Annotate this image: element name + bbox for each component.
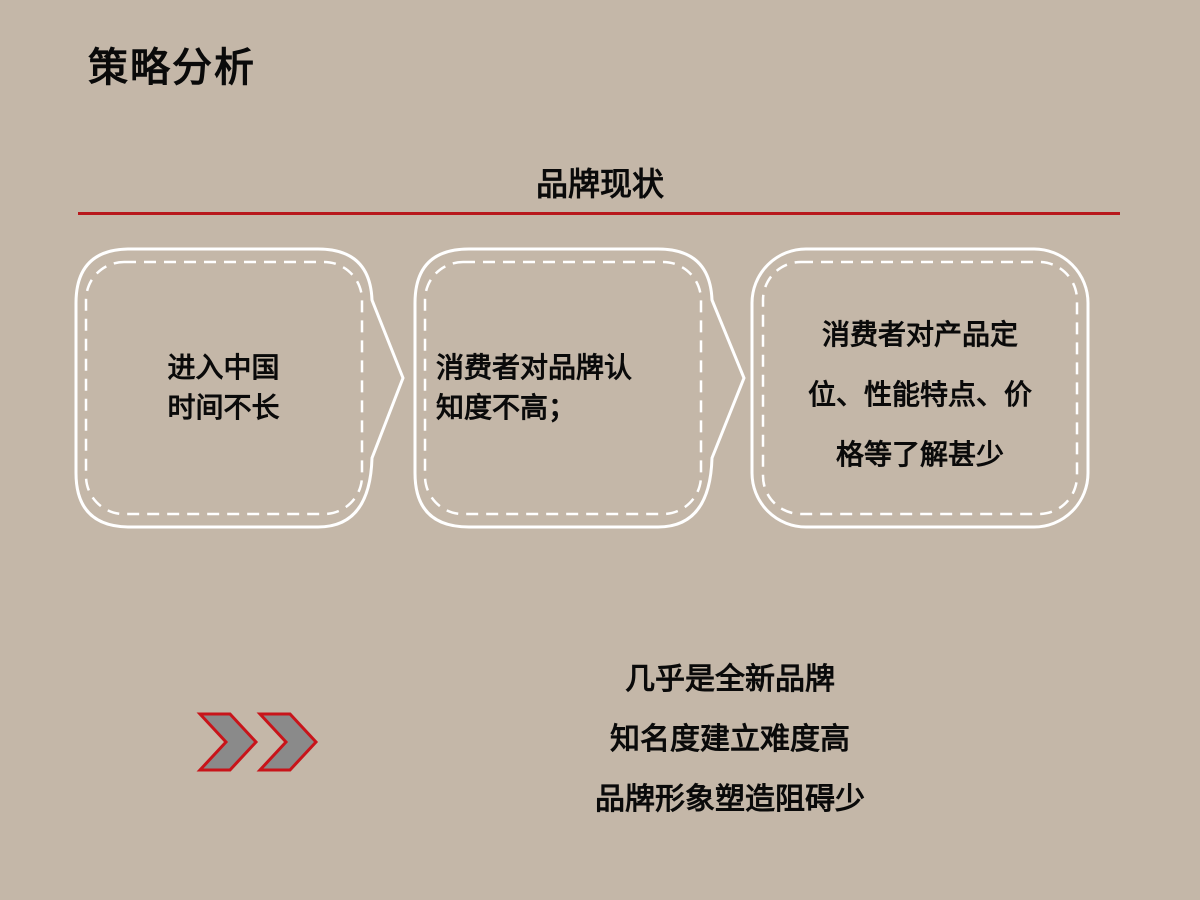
conclusion-line-1: 几乎是全新品牌	[625, 662, 835, 697]
flow-box-2-dashed	[423, 260, 703, 516]
conclusion-line-3: 品牌形象塑造阻碍少	[595, 782, 865, 817]
flow-box-1-dashed	[84, 260, 364, 516]
flow-box-3-frame	[750, 247, 1090, 529]
flow-box-3-line-3: 格等了解甚少	[835, 438, 1004, 471]
flow-box-2-line-2: 知度不高；	[436, 391, 577, 424]
flow-box-1-frame	[74, 247, 405, 529]
heading-divider	[78, 212, 1120, 215]
flow-box-2-line-1: 消费者对品牌认	[436, 351, 633, 384]
double-chevron-right-icon	[196, 712, 319, 772]
conclusion-block: 几乎是全新品牌 知名度建立难度高 品牌形象塑造阻碍少	[520, 650, 940, 830]
flow-box-3-line-1: 消费者对产品定	[821, 318, 1018, 351]
flow-box-1-line-2: 时间不长	[167, 391, 280, 424]
flow-box-1: 进入中国 时间不长	[75, 248, 372, 528]
flow-box-3-line-2: 位、性能特点、价	[807, 378, 1032, 411]
flow-box-3: 消费者对产品定 位、性能特点、价 格等了解甚少	[780, 300, 1060, 490]
section-heading: 品牌现状	[535, 165, 664, 203]
flow-box-2-frame	[413, 247, 746, 529]
flow-box-3-dashed	[761, 260, 1079, 516]
flow-box-2: 消费者对品牌认 知度不高；	[436, 248, 686, 528]
conclusion-line-2: 知名度建立难度高	[610, 722, 850, 757]
slide-title: 策略分析	[88, 45, 256, 91]
flow-box-1-line-1: 进入中国	[167, 351, 280, 384]
